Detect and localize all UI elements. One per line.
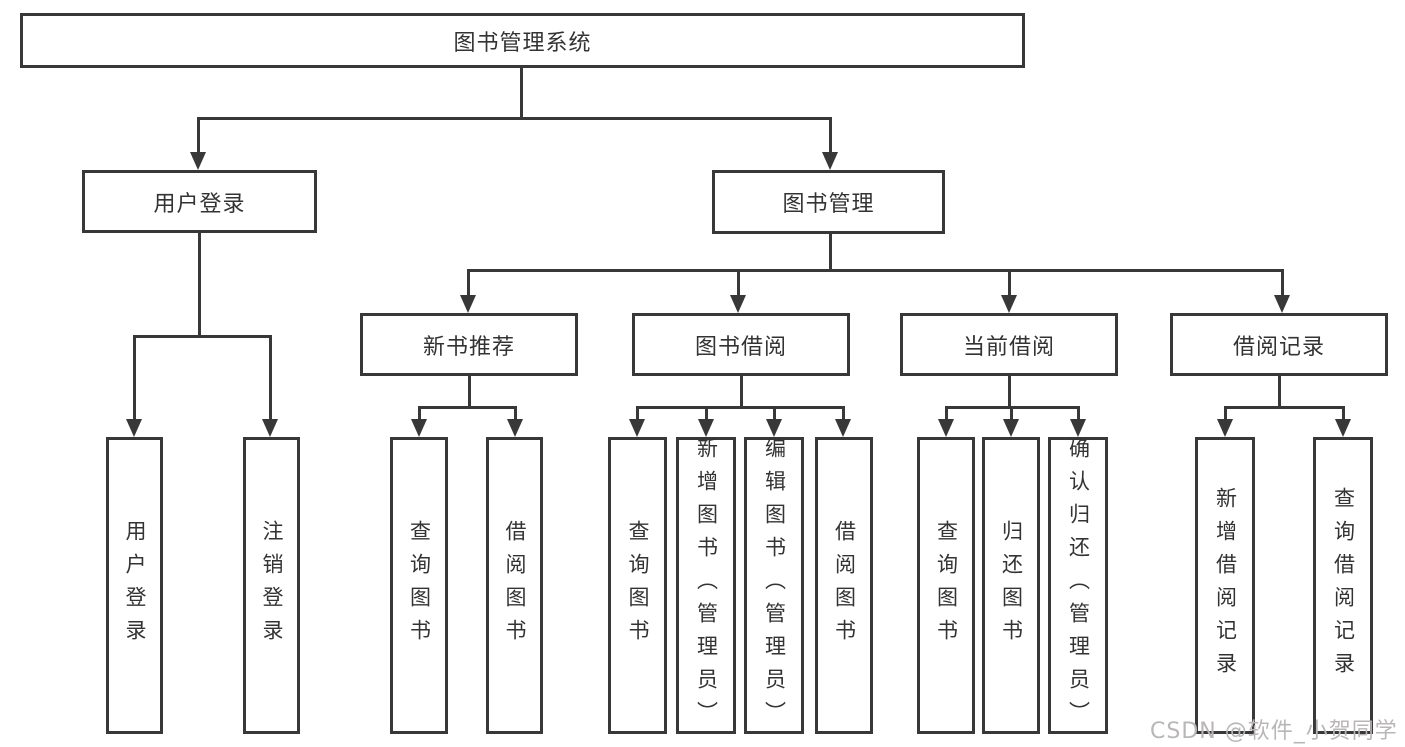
leaf-records-add-record-label: 新增借阅记录: [1213, 486, 1238, 685]
leaf-current-confirm-return-admin-label: 确认归还（管理员）: [1066, 437, 1091, 734]
leaf-borrowing-add-books-admin: 新增图书（管理员）: [676, 437, 736, 734]
connector-line: [636, 406, 845, 409]
arrowhead-down-icon: [507, 419, 523, 437]
connector-line: [467, 269, 1284, 272]
arrowhead-down-icon: [698, 419, 714, 437]
node-current-borrowing: 当前借阅: [900, 313, 1118, 376]
arrowhead-down-icon: [629, 419, 645, 437]
leaf-borrowing-edit-books-admin: 编辑图书（管理员）: [744, 437, 804, 734]
connector-line: [1342, 406, 1345, 420]
node-root-label: 图书管理系统: [453, 30, 592, 56]
connector-line: [514, 406, 517, 420]
connector-line: [1010, 406, 1013, 420]
connector-line: [418, 406, 517, 409]
node-book-borrowing: 图书借阅: [632, 313, 850, 376]
connector-line: [197, 117, 832, 120]
connector-line: [1077, 406, 1080, 420]
arrowhead-down-icon: [1335, 419, 1351, 437]
leaf-current-confirm-return-admin: 确认归还（管理员）: [1048, 437, 1108, 734]
connector-line: [467, 269, 470, 297]
connector-line: [269, 335, 272, 419]
connector-line: [705, 406, 708, 420]
arrowhead-down-icon: [822, 152, 838, 170]
leaf-user-login-label: 用户登录: [123, 519, 147, 652]
arrowhead-down-icon: [126, 419, 142, 437]
arrowhead-down-icon: [411, 419, 427, 437]
arrowhead-down-icon: [766, 419, 782, 437]
leaf-recommend-borrow-books-label: 借阅图书: [503, 519, 527, 652]
connector-line: [133, 335, 272, 338]
node-new-book-recommend-label: 新书推荐: [422, 334, 515, 360]
node-book-borrowing-label: 图书借阅: [694, 334, 787, 360]
connector-line: [737, 269, 740, 297]
leaf-borrowing-query-books: 查询图书: [608, 437, 667, 734]
connector-line: [1008, 375, 1011, 408]
leaf-borrowing-borrow-books-label: 借阅图书: [832, 519, 857, 652]
node-root: 图书管理系统: [20, 13, 1025, 68]
arrowhead-down-icon: [1274, 295, 1290, 313]
connector-line: [945, 406, 948, 420]
node-current-borrowing-label: 当前借阅: [962, 334, 1055, 360]
leaf-recommend-query-books-label: 查询图书: [407, 519, 432, 652]
connector-line: [773, 406, 776, 420]
connector-line: [520, 67, 523, 120]
leaf-borrowing-add-books-admin-label: 新增图书（管理员）: [694, 437, 719, 734]
arrowhead-down-icon: [1217, 419, 1233, 437]
arrowhead-down-icon: [1003, 419, 1019, 437]
arrowhead-down-icon: [262, 419, 278, 437]
leaf-borrowing-borrow-books: 借阅图书: [815, 437, 873, 734]
arrowhead-down-icon: [460, 295, 476, 313]
arrowhead-down-icon: [190, 152, 206, 170]
leaf-logout: 注销登录: [243, 437, 300, 734]
arrowhead-down-icon: [835, 419, 851, 437]
connector-line: [468, 375, 471, 408]
connector-line: [418, 406, 421, 420]
connector-line: [1224, 406, 1227, 420]
node-book-management-group-label: 图书管理: [782, 192, 875, 217]
leaf-recommend-query-books: 查询图书: [390, 437, 448, 734]
leaf-current-query-books-label: 查询图书: [934, 519, 959, 652]
node-user-login-group: 用户登录: [82, 170, 317, 233]
arrowhead-down-icon: [1001, 295, 1017, 313]
csdn-watermark: CSDN @软件_小贺同学: [1150, 719, 1398, 744]
connector-line: [740, 375, 743, 408]
connector-line: [636, 406, 639, 420]
connector-line: [829, 233, 832, 271]
connector-line: [1278, 375, 1281, 408]
leaf-logout-label: 注销登录: [260, 519, 284, 652]
node-borrowing-records: 借阅记录: [1170, 313, 1388, 376]
leaf-borrowing-query-books-label: 查询图书: [626, 519, 650, 652]
connector-line: [133, 335, 136, 419]
connector-line: [1281, 269, 1284, 297]
leaf-user-login: 用户登录: [106, 437, 163, 734]
arrowhead-down-icon: [938, 419, 954, 437]
leaf-recommend-borrow-books: 借阅图书: [486, 437, 543, 734]
connector-line: [1008, 269, 1011, 297]
leaf-records-add-record: 新增借阅记录: [1195, 437, 1255, 734]
leaf-records-query-record-label: 查询借阅记录: [1331, 486, 1356, 685]
leaf-borrowing-edit-books-admin-label: 编辑图书（管理员）: [762, 437, 787, 734]
leaf-current-query-books: 查询图书: [917, 437, 975, 734]
connector-line: [198, 232, 201, 337]
node-book-management-group: 图书管理: [712, 170, 945, 234]
node-borrowing-records-label: 借阅记录: [1232, 334, 1325, 360]
arrowhead-down-icon: [1070, 419, 1086, 437]
connector-line: [197, 117, 200, 155]
arrowhead-down-icon: [730, 295, 746, 313]
leaf-current-return-books-label: 归还图书: [999, 519, 1024, 652]
connector-line: [1224, 406, 1345, 409]
connector-line: [829, 117, 832, 155]
connector-line: [842, 406, 845, 420]
node-user-login-group-label: 用户登录: [153, 191, 246, 217]
leaf-current-return-books: 归还图书: [982, 437, 1040, 734]
leaf-records-query-record: 查询借阅记录: [1313, 437, 1373, 734]
node-new-book-recommend: 新书推荐: [360, 313, 578, 376]
